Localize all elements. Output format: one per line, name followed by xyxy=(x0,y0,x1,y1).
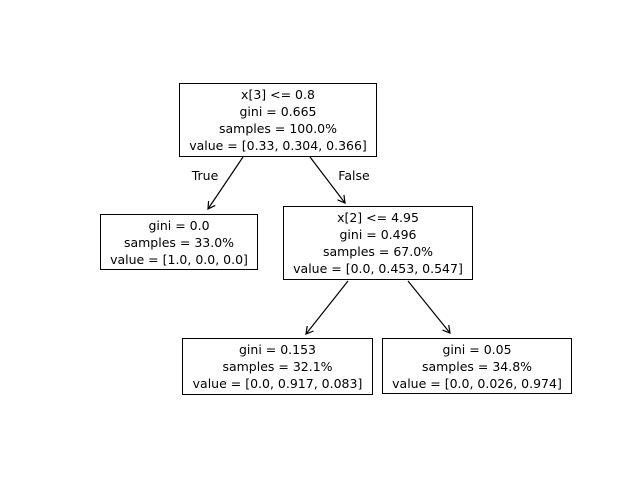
tree-node-bottom-right-leaf: gini = 0.05 samples = 34.8% value = [0.0… xyxy=(382,338,572,394)
node-samples: samples = 34.8% xyxy=(421,358,533,374)
node-value: value = [0.33, 0.304, 0.366] xyxy=(189,138,367,153)
node-gini: gini = 0.0 xyxy=(148,217,210,233)
edge-label-true: True xyxy=(191,168,219,183)
tree-node-left-leaf: gini = 0.0 samples = 33.0% value = [1.0,… xyxy=(100,214,258,270)
node-gini: gini = 0.665 xyxy=(239,104,317,119)
tree-node-bottom-left-leaf: gini = 0.153 samples = 32.1% value = [0.… xyxy=(182,338,373,395)
edge-arrow-right-internal-to-bottom-right-leaf xyxy=(407,280,451,334)
node-samples: samples = 32.1% xyxy=(222,359,333,374)
node-samples: samples = 67.0% xyxy=(322,244,434,259)
tree-node-root: x[3] <= 0.8 gini = 0.665 samples = 100.0… xyxy=(179,83,377,157)
node-samples: samples = 33.0% xyxy=(123,234,235,250)
tree-node-right-internal: x[2] <= 4.95 gini = 0.496 samples = 67.0… xyxy=(283,206,473,280)
edge-label-false: False xyxy=(338,168,370,183)
edge-arrow-root-to-left-leaf xyxy=(207,156,244,211)
node-samples: samples = 100.0% xyxy=(218,121,338,136)
node-value: value = [0.0, 0.453, 0.547] xyxy=(293,261,463,276)
node-gini: gini = 0.05 xyxy=(442,341,512,357)
node-gini: gini = 0.496 xyxy=(339,227,417,242)
edge-arrow-right-internal-to-bottom-left-leaf xyxy=(305,280,349,335)
node-value: value = [0.0, 0.917, 0.083] xyxy=(192,376,363,391)
node-split-condition: x[3] <= 0.8 xyxy=(241,87,315,102)
node-value: value = [0.0, 0.026, 0.974] xyxy=(392,375,562,391)
node-gini: gini = 0.153 xyxy=(238,342,316,357)
node-value: value = [1.0, 0.0, 0.0] xyxy=(110,251,248,267)
node-split-condition: x[2] <= 4.95 xyxy=(337,210,419,225)
